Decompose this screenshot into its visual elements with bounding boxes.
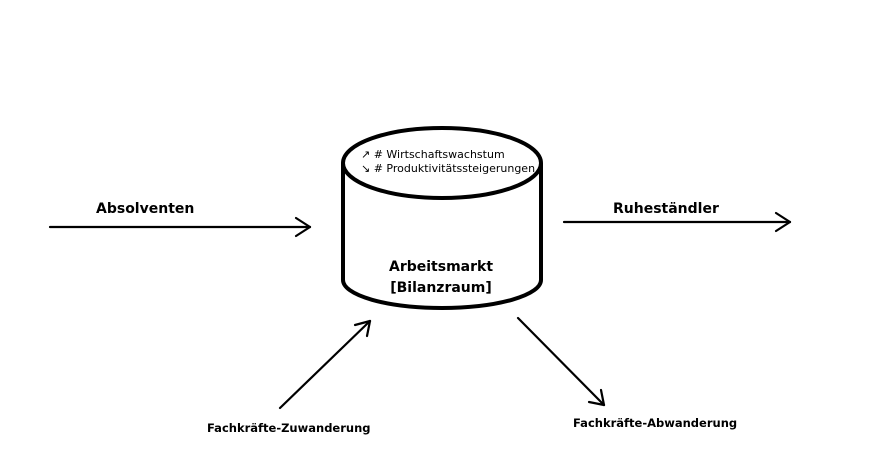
arrow-outflow-bottom (516, 316, 606, 407)
top-line-wirtschaftswachstum: ↗ # Wirtschaftswachstum (361, 148, 505, 161)
top-line-produktivitaet: ↘ # Produktivitätssteigerungen (361, 162, 535, 175)
arrow-inflow-left (48, 216, 312, 238)
center-subtitle: [Bilanzraum] (390, 280, 492, 296)
cylinder-body (341, 163, 543, 310)
center-title: Arbeitsmarkt (389, 259, 493, 275)
arrow-outflow-right (562, 211, 792, 233)
label-absolventen: Absolventen (96, 201, 194, 217)
cylinder-arbeitsmarkt (341, 126, 543, 310)
label-fachkraefte-abwanderung: Fachkräfte-Abwanderung (573, 416, 737, 430)
arrow-inflow-bottom (278, 319, 372, 410)
label-ruhestaendler: Ruheständler (613, 201, 719, 217)
label-fachkraefte-zuwanderung: Fachkräfte-Zuwanderung (207, 421, 371, 435)
cylinder-top (341, 126, 543, 200)
